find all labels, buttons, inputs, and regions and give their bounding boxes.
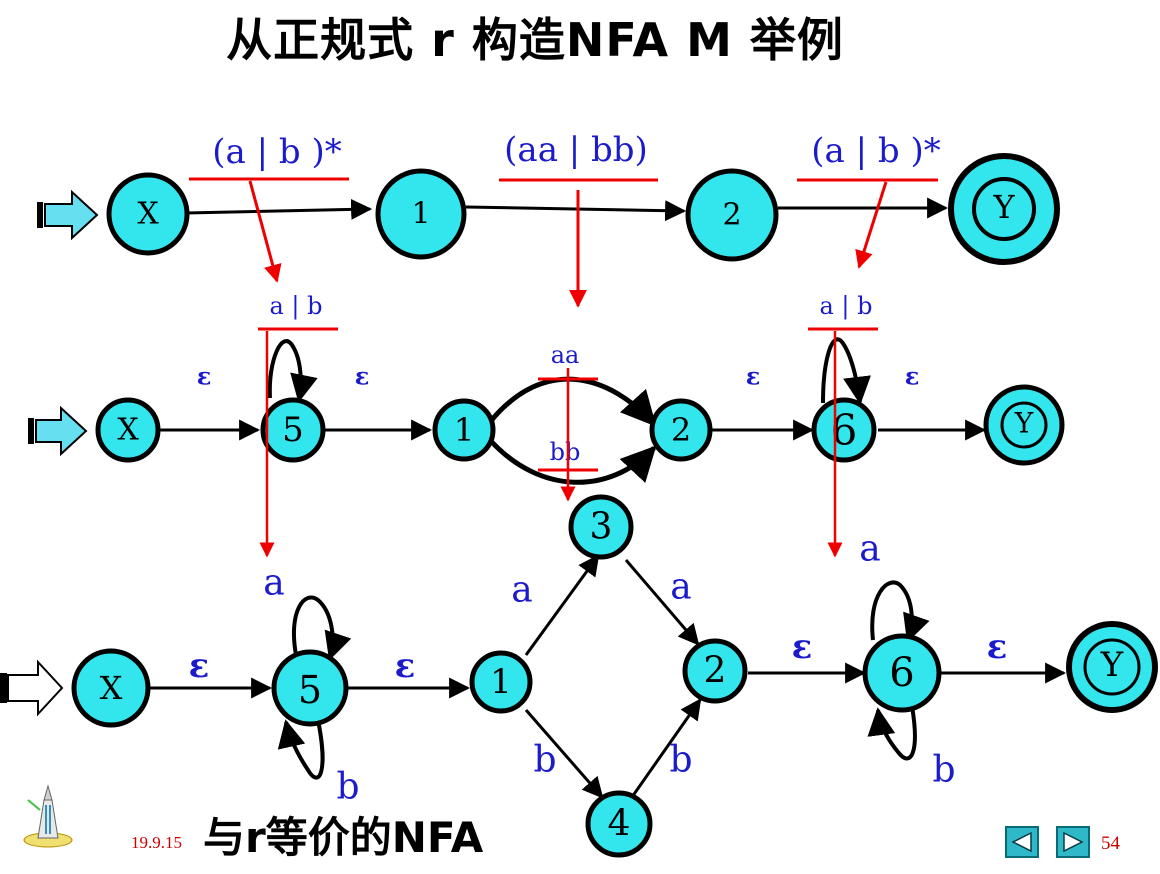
state-5: 5: [260, 397, 326, 463]
symbol-label: a: [511, 570, 532, 611]
state-label: 2: [722, 198, 741, 233]
epsilon-label: ε: [987, 627, 1008, 667]
expr-label: a | b: [269, 292, 322, 321]
tower-logo-icon: [23, 784, 73, 848]
caption: 与r等价的NFA: [203, 813, 484, 862]
row1: X 1 2 Y (a | b )* (aa | bb) (a | b )*: [37, 130, 1060, 308]
svg-text:2: 2: [671, 411, 691, 449]
prev-button[interactable]: [1005, 826, 1039, 858]
epsilon-label: ε: [197, 362, 212, 391]
start-arrow-icon: [0, 659, 64, 717]
expr-label: aa: [551, 341, 580, 369]
state-x: X: [71, 648, 151, 728]
row2: X 5 1 2 6 Y ε ε ε ε a | b aa bb: [28, 292, 1065, 558]
page-number: 54: [1101, 833, 1120, 854]
epsilon-label: ε: [395, 646, 416, 686]
svg-text:5: 5: [282, 410, 304, 450]
symbol-label: b: [533, 740, 556, 781]
state-y-final: Y: [983, 384, 1065, 466]
epsilon-label: ε: [792, 627, 813, 667]
state-2: 2: [649, 398, 713, 462]
svg-text:Y: Y: [1100, 645, 1124, 685]
svg-text:1: 1: [490, 662, 512, 702]
svg-text:5: 5: [298, 668, 322, 712]
svg-text:Y: Y: [1014, 407, 1034, 440]
prev-icon: [1011, 831, 1032, 853]
state-4: 4: [585, 790, 653, 858]
state-1: 1: [432, 398, 496, 462]
state-y-final: Y: [948, 153, 1060, 265]
state-3: 3: [568, 494, 634, 560]
state-6: 6: [811, 397, 877, 463]
expr-label: a | b: [819, 292, 872, 321]
start-arrow-icon: [37, 189, 99, 241]
symbol-label: a: [670, 567, 691, 608]
symbol-label: b: [669, 740, 692, 781]
footer-date: 19.9.15: [131, 833, 182, 852]
state-2: 2: [682, 638, 748, 704]
svg-text:X: X: [100, 669, 123, 707]
edge-x-1: [185, 198, 373, 220]
edge-1-2: [465, 200, 687, 222]
state-2: 2: [685, 168, 779, 262]
state-1: 1: [469, 650, 533, 714]
svg-text:6: 6: [889, 650, 914, 696]
expr-label: (aa | bb): [504, 130, 648, 170]
svg-text:X: X: [117, 413, 139, 448]
epsilon-label: ε: [355, 362, 370, 391]
next-icon: [1063, 831, 1084, 853]
page-title: 从正规式 r 构造NFA M 举例: [226, 13, 844, 67]
symbol-label: b: [932, 750, 955, 791]
svg-text:3: 3: [590, 507, 613, 548]
state-x: X: [106, 172, 190, 256]
state-label: 1: [411, 197, 430, 232]
state-1: 1: [375, 168, 467, 260]
next-button[interactable]: [1056, 826, 1090, 858]
expr-label: (a | b )*: [212, 132, 341, 172]
epsilon-label: ε: [189, 646, 210, 686]
epsilon-label: ε: [746, 362, 761, 391]
symbol-label: a: [859, 529, 880, 570]
expr-label: (a | b )*: [811, 131, 940, 171]
state-y-final: Y: [1066, 621, 1158, 713]
symbol-label: b: [336, 767, 359, 808]
row3: X 5 1 3 2 4 6 Y ε: [0, 494, 1158, 858]
epsilon-label: ε: [905, 362, 920, 391]
symbol-label: a: [263, 563, 284, 604]
start-arrow-icon: [28, 405, 88, 457]
expr-label: bb: [550, 438, 581, 466]
svg-text:2: 2: [704, 651, 727, 692]
state-label: X: [137, 197, 159, 232]
state-label: Y: [992, 188, 1015, 226]
state-5: 5: [271, 649, 349, 727]
state-x: X: [95, 397, 161, 463]
svg-text:4: 4: [608, 804, 631, 845]
state-6: 6: [862, 633, 942, 713]
svg-text:1: 1: [454, 411, 474, 449]
